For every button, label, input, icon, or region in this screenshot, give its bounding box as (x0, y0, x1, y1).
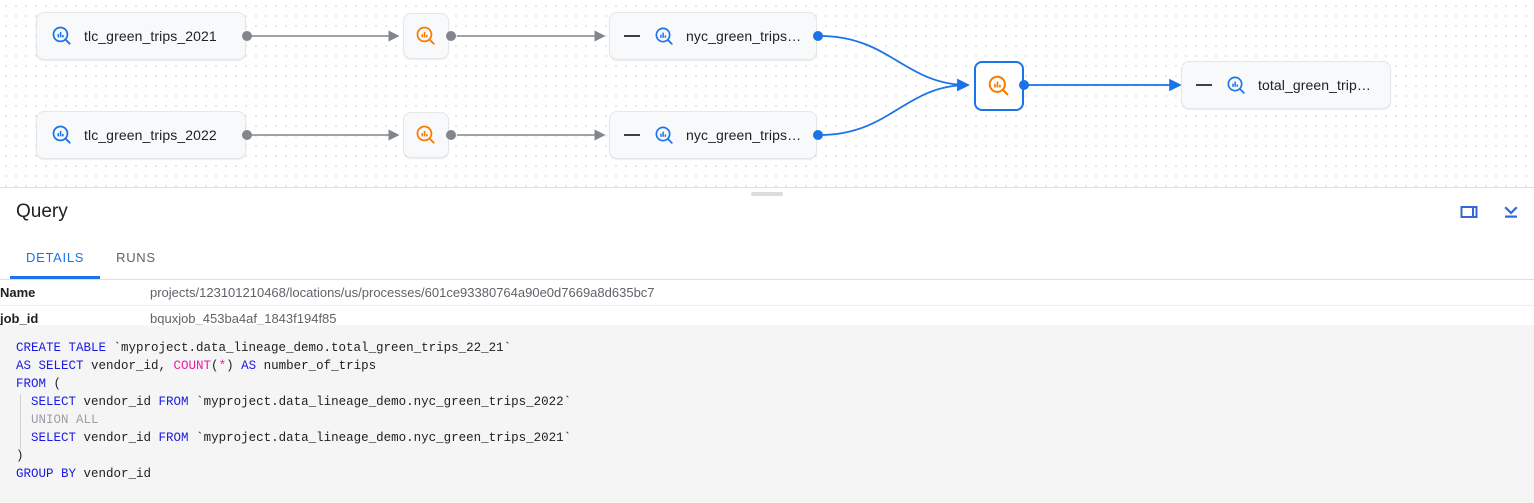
detail-key: job_id (0, 311, 39, 326)
page-title: Query (16, 201, 68, 222)
sql-token: `myproject.data_lineage_demo.nyc_green_t… (188, 395, 572, 409)
bigquery-table-icon (1226, 75, 1247, 96)
node-expand-dash-icon[interactable] (624, 134, 640, 136)
sql-token: COUNT (173, 359, 212, 373)
detail-key: Name (0, 285, 36, 300)
sql-token: vendor_id (76, 395, 159, 409)
sql-token: * (218, 359, 227, 373)
graph-node-tlc-green-trips-2021[interactable]: tlc_green_trips_2021 (36, 12, 246, 60)
bigquery-job-icon (415, 25, 437, 47)
detail-value: bquxjob_453ba4af_1843f194f85 (150, 311, 337, 326)
sql-token (16, 413, 31, 427)
graph-node-job-1[interactable] (403, 13, 449, 59)
graph-node-nyc-green-trips-b[interactable]: nyc_green_trips… (609, 111, 817, 159)
node-output-port[interactable] (813, 130, 823, 140)
sql-token: number_of_trips (256, 359, 377, 373)
graph-node-label: total_green_trip… (1258, 77, 1371, 93)
bigquery-table-icon (51, 25, 73, 47)
sql-token: FROM (158, 395, 189, 409)
bigquery-job-icon (987, 74, 1011, 98)
sql-token: vendor_id (76, 431, 159, 445)
graph-node-tlc-green-trips-2022[interactable]: tlc_green_trips_2022 (36, 111, 246, 159)
sql-source: CREATE TABLE `myproject.data_lineage_dem… (0, 339, 1534, 483)
graph-node-job-selected[interactable] (974, 61, 1024, 111)
sql-token: FROM (16, 377, 47, 391)
sql-token: FROM (158, 431, 189, 445)
sql-token: SELECT (31, 431, 77, 445)
collapse-panel-icon[interactable] (1498, 199, 1524, 225)
sql-token (16, 395, 31, 409)
graph-node-nyc-green-trips-a[interactable]: nyc_green_trips… (609, 12, 817, 60)
lineage-graph-canvas[interactable]: tlc_green_trips_2021 tlc_green_trips_202… (0, 0, 1534, 187)
detail-value: projects/123101210468/locations/us/proce… (150, 285, 655, 300)
table-row: Name projects/123101210468/locations/us/… (0, 280, 1534, 306)
sql-token: ( (46, 377, 62, 391)
sql-token: `myproject.data_lineage_demo.total_green… (106, 341, 512, 355)
bigquery-table-icon (654, 26, 675, 47)
sql-token: ( (211, 359, 219, 373)
bigquery-job-icon (415, 124, 437, 146)
graph-node-label: tlc_green_trips_2022 (84, 127, 217, 143)
node-expand-dash-icon[interactable] (1196, 84, 1212, 86)
node-output-port[interactable] (242, 31, 252, 41)
sql-token: SELECT (31, 395, 77, 409)
graph-node-label: tlc_green_trips_2021 (84, 28, 217, 44)
sql-token: UNION ALL (31, 413, 99, 427)
panel-resize-handle[interactable] (751, 192, 783, 196)
tab-label: DETAILS (26, 250, 85, 265)
graph-node-label: nyc_green_trips… (686, 28, 802, 44)
node-output-port[interactable] (446, 130, 456, 140)
panel-action-bar (1456, 188, 1524, 236)
panel-header: Query (0, 188, 1534, 236)
tab-runs[interactable]: RUNS (100, 236, 172, 279)
sql-token: AS (241, 359, 257, 373)
sql-token: vendor_id, (83, 359, 174, 373)
sql-token: vendor_id (76, 467, 152, 481)
tab-strip: DETAILS RUNS (0, 236, 1534, 280)
graph-node-label: nyc_green_trips… (686, 127, 802, 143)
edge-nyc2021-job3 (819, 35, 970, 92)
sql-code-block[interactable]: CREATE TABLE `myproject.data_lineage_dem… (0, 325, 1534, 503)
graph-node-job-2[interactable] (403, 112, 449, 158)
split-panel-icon[interactable] (1456, 199, 1482, 225)
node-output-port[interactable] (813, 31, 823, 41)
query-detail-panel: Query DETAILS RUNS Name (0, 187, 1534, 503)
sql-token: ) (226, 359, 242, 373)
graph-node-total-green-trips[interactable]: total_green_trip… (1181, 61, 1391, 109)
node-output-port[interactable] (1019, 80, 1029, 90)
bigquery-table-icon (51, 124, 73, 146)
node-expand-dash-icon[interactable] (624, 35, 640, 37)
indent-guide (20, 394, 21, 449)
sql-token: CREATE TABLE (16, 341, 107, 355)
sql-token: AS SELECT (16, 359, 84, 373)
sql-token: GROUP BY (16, 467, 77, 481)
edge-nyc2022-job3 (819, 78, 970, 136)
sql-token: ) (16, 449, 24, 463)
node-output-port[interactable] (242, 130, 252, 140)
tab-details[interactable]: DETAILS (10, 236, 101, 279)
tab-label: RUNS (116, 250, 156, 265)
sql-token (16, 431, 31, 445)
bigquery-table-icon (654, 125, 675, 146)
sql-token: `myproject.data_lineage_demo.nyc_green_t… (188, 431, 572, 445)
node-output-port[interactable] (446, 31, 456, 41)
